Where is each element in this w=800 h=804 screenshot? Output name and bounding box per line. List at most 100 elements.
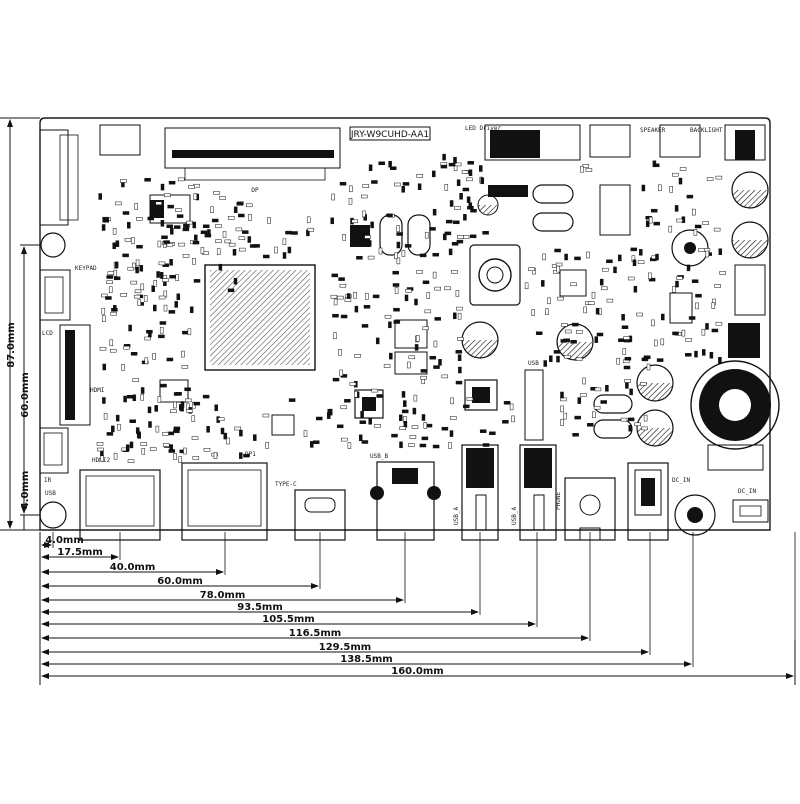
smd-part (594, 387, 602, 392)
smd-part (543, 360, 547, 367)
smd-part (246, 203, 253, 208)
smd-part (162, 443, 170, 447)
smd-part (189, 306, 194, 314)
smd-part (353, 236, 358, 244)
smd-part (130, 352, 138, 356)
smd-part (656, 358, 664, 362)
smd-part (220, 427, 225, 435)
smd-part (243, 453, 250, 458)
smd-part (113, 276, 121, 281)
smd-part (353, 291, 357, 299)
smd-part (166, 242, 174, 247)
smd-part (701, 328, 706, 336)
smd-part (669, 186, 673, 193)
smd-part (202, 224, 210, 229)
smd-part (622, 348, 627, 355)
smd-part (182, 227, 190, 232)
smd-part (137, 299, 142, 306)
smd-part (336, 424, 344, 429)
smd-part (122, 253, 129, 258)
smd-part (441, 374, 449, 379)
smd-part (331, 273, 339, 278)
smd-part (408, 355, 416, 360)
smd-part (159, 271, 164, 279)
smd-part (114, 261, 119, 269)
smd-part (227, 216, 235, 220)
smd-part (175, 208, 182, 212)
smd-part (371, 388, 378, 393)
smd-part (403, 421, 408, 428)
smd-part (242, 230, 249, 234)
smd-part (238, 247, 246, 252)
smd-part (111, 425, 115, 433)
smd-part (455, 380, 463, 385)
smd-part (432, 271, 437, 279)
smd-part (120, 293, 127, 297)
smd-part (121, 364, 125, 371)
usb-b-silk: USB_B (370, 453, 388, 460)
smd-part (136, 244, 143, 249)
smd-part (419, 253, 427, 258)
smd-part (192, 258, 196, 265)
smd-part (159, 321, 167, 325)
smd-part (420, 375, 427, 380)
smd-part (655, 253, 659, 261)
smd-part (467, 205, 474, 210)
main-soc-bga (210, 270, 310, 365)
smd-part (618, 254, 622, 262)
smd-part (106, 280, 113, 284)
smd-part (396, 241, 401, 249)
smd-part (404, 244, 412, 248)
dimension-annotations: 87.0mm 60.0mm 4.0mm 4.0mm17.5mm40.0mm60.… (0, 117, 796, 685)
dc-in-silk-1: DC_IN (672, 477, 690, 484)
smd-part (262, 413, 270, 418)
smd-part (643, 355, 651, 360)
smd-part (650, 208, 658, 213)
smd-part (178, 456, 182, 463)
smd-part (620, 417, 628, 422)
smd-part (144, 357, 149, 365)
smd-part (621, 314, 625, 321)
smd-part (98, 193, 102, 200)
smd-part (627, 276, 635, 281)
smd-part (123, 395, 127, 403)
smd-part (629, 388, 633, 396)
smd-part (159, 326, 164, 334)
smd-part (572, 433, 579, 437)
smd-part (438, 359, 442, 366)
smd-part (420, 369, 428, 373)
smd-part (202, 394, 210, 399)
smd-part (100, 455, 104, 462)
dim-label-h-8: 129.5mm (319, 642, 371, 653)
smd-part (444, 231, 452, 236)
smd-part (606, 259, 613, 264)
smd-part (239, 452, 243, 459)
smd-part (674, 205, 679, 212)
smd-part (102, 315, 106, 322)
smd-part (147, 406, 152, 414)
smd-part (166, 224, 173, 229)
smd-part (466, 397, 474, 401)
smd-part (415, 335, 420, 342)
smd-part (695, 293, 702, 298)
smd-part (686, 264, 691, 272)
smd-part (394, 182, 401, 187)
smd-part (102, 216, 109, 221)
smd-part (628, 424, 632, 432)
smd-part (376, 394, 383, 398)
smd-part (702, 221, 709, 225)
smd-part (340, 314, 348, 319)
smd-part (97, 447, 104, 452)
smd-part (482, 443, 490, 447)
smd-part (207, 229, 211, 236)
smd-part (388, 160, 392, 168)
smd-part (234, 426, 241, 431)
smd-part (467, 161, 474, 165)
smd-part (213, 191, 220, 195)
smd-part (389, 352, 393, 360)
smd-part (672, 172, 679, 177)
smd-part (404, 294, 409, 302)
smd-part (344, 399, 351, 403)
dim-label-h-5: 93.5mm (237, 602, 283, 613)
